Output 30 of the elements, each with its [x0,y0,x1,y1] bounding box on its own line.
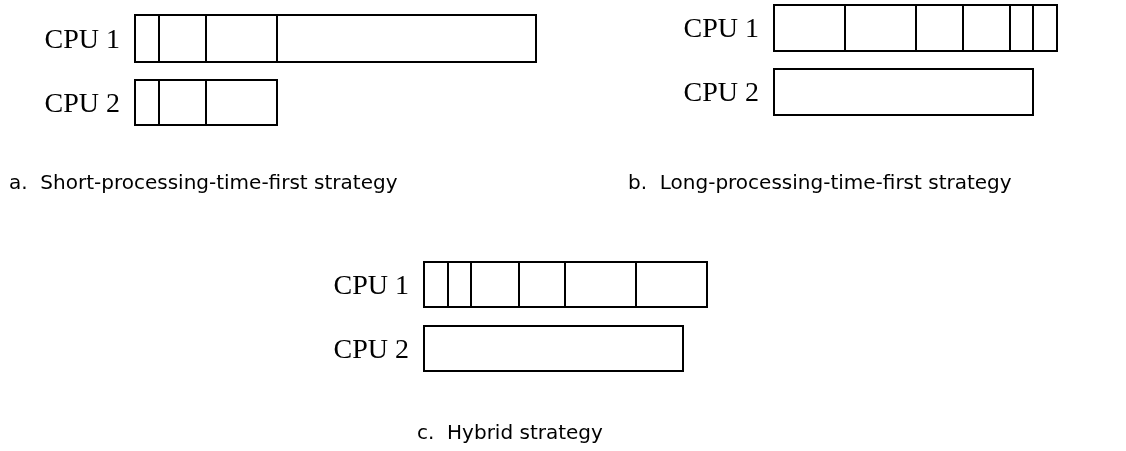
task-segment [844,4,917,52]
cpu-label: CPU 2 [332,334,409,363]
cpu-label: CPU 2 [43,88,120,117]
task-segment [1032,4,1058,52]
task-segment [134,79,160,126]
task-segment [134,14,160,63]
task-segment [276,14,537,63]
task-segment [635,261,708,308]
task-segment [447,261,472,308]
task-segment [773,4,846,52]
task-segment [205,79,278,126]
task-segment [158,14,207,63]
cpu-label: CPU 1 [682,14,759,42]
task-segment [470,261,520,308]
cpu-label: CPU 1 [43,24,120,53]
panel-caption: b. Long-processing-time-first strategy [628,172,1012,192]
panel-caption: c. Hybrid strategy [417,422,603,442]
task-segment [915,4,964,52]
task-segment [158,79,207,126]
cpu-label: CPU 1 [332,270,409,299]
task-segment [518,261,566,308]
cpu-label: CPU 2 [682,78,759,106]
task-segment [205,14,278,63]
task-segment [564,261,637,308]
task-segment [962,4,1011,52]
panel-caption: a. Short-processing-time-first strategy [9,172,398,192]
task-segment [773,68,1034,116]
task-segment [1009,4,1034,52]
task-segment [423,325,684,372]
task-segment [423,261,449,308]
